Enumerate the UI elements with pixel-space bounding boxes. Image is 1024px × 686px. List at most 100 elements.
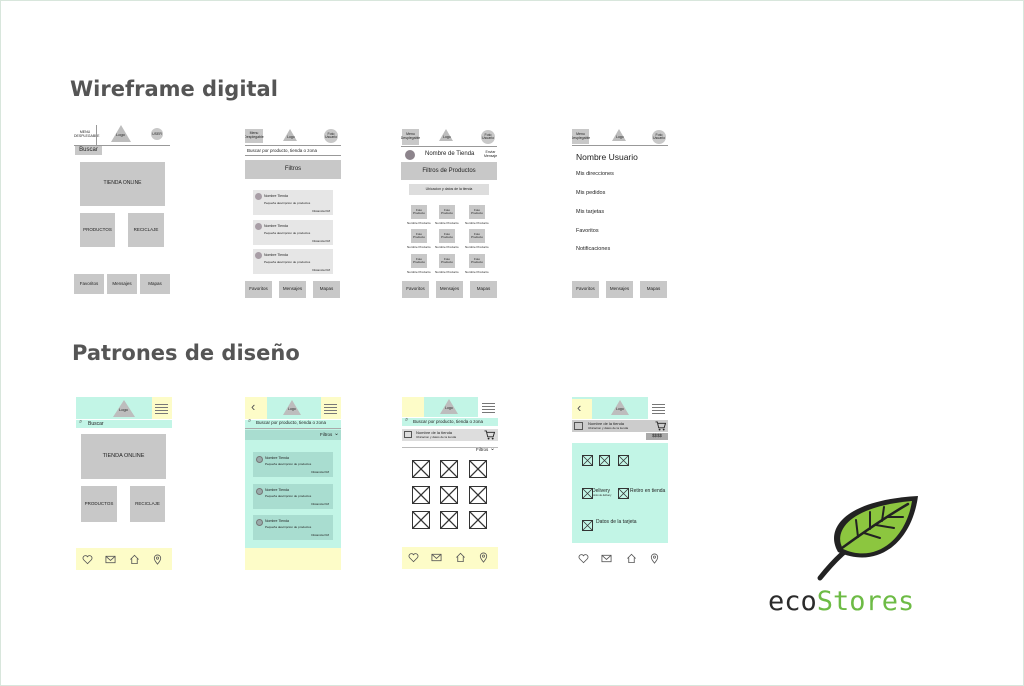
product-photo[interactable]: Foto Producto [439,229,455,243]
product-placeholder[interactable] [469,511,487,529]
heart-icon[interactable] [578,553,589,564]
search-input[interactable]: Buscar por producto, tienda o zona [256,420,327,425]
chevron-down-icon[interactable]: ⌄ [334,431,340,437]
menu-button[interactable]: Menu Desplegable [245,129,264,143]
option-checkbox[interactable] [618,488,629,499]
product-placeholder[interactable] [440,460,458,478]
search-input[interactable]: Buscar [88,421,104,427]
nav-maps[interactable]: Mapas [470,281,497,298]
product-placeholder[interactable] [412,486,430,504]
user-avatar[interactable]: Foto Usuario [324,129,338,143]
option-checkbox[interactable] [582,520,593,531]
product-photo[interactable]: Foto Producto [439,205,455,219]
products-tile[interactable]: PRODUCTOS [80,213,115,247]
mail-icon[interactable] [601,553,612,564]
cart-icon[interactable] [484,430,495,440]
store-banner[interactable]: TIENDA ONLINE [80,162,165,206]
products-tile[interactable]: PRODUCTOS [81,486,117,522]
menu-label[interactable]: MENU DESPLEGABLE [74,130,100,138]
back-arrow-icon[interactable]: ‹ [251,399,256,414]
product-placeholder[interactable] [412,460,430,478]
back-arrow-icon[interactable]: ‹ [577,400,582,415]
search-input[interactable]: Buscar por producto, tienda o zona [247,148,318,153]
nav-messages[interactable]: Mensajes [279,281,306,298]
menu-orders[interactable]: Mis pedidos [576,190,606,196]
hamburger-icon[interactable] [652,402,665,416]
store-banner[interactable]: TIENDA ONLINE [81,434,166,479]
hamburger-icon[interactable] [155,402,168,416]
mail-icon[interactable] [105,554,116,565]
menu-button[interactable]: Menu Desplegable [401,129,420,145]
product-placeholder[interactable] [412,511,430,529]
user-avatar[interactable]: Foto Usuario [652,130,666,144]
nav-messages[interactable]: Mensajes [107,274,137,294]
product-photo[interactable]: Foto Producto [439,254,455,268]
heart-icon[interactable] [408,552,419,563]
menu-favorites[interactable]: Favoritos [576,228,599,234]
store-card[interactable]: Nombre Tienda Pequeña descripcion de pro… [253,190,333,215]
wireframe-store: Menu Desplegable Logo Foto Usuario Nombr… [401,126,497,300]
filters-button[interactable]: Filtros [245,160,341,179]
map-pin-icon[interactable] [478,552,489,563]
product-placeholder[interactable] [440,486,458,504]
home-icon[interactable] [129,554,140,565]
chevron-down-icon[interactable]: ⌄ [490,446,496,452]
product-placeholder[interactable] [469,460,487,478]
pickup-option[interactable]: Retiro en tienda [630,488,666,494]
search-icon[interactable]: ⌕ [405,417,409,423]
product-placeholder[interactable] [440,511,458,529]
option-checkbox[interactable] [618,455,629,466]
recycle-tile[interactable]: RECICLAJE [130,486,165,522]
option-checkbox[interactable] [582,455,593,466]
user-avatar[interactable]: USER [151,128,163,140]
store-card[interactable]: Nombre Tienda Pequeña descripcion de pro… [253,249,333,274]
heart-icon[interactable] [82,554,93,565]
map-pin-icon[interactable] [649,553,660,564]
nav-messages[interactable]: Mensajes [436,281,463,298]
cart-icon[interactable] [655,421,666,431]
nav-favorites[interactable]: Favoritos [74,274,104,294]
nav-favorites[interactable]: Favoritos [402,281,429,298]
hamburger-icon[interactable] [482,401,495,415]
search-icon[interactable]: ⌕ [79,419,83,425]
send-message-button[interactable]: Enviar Mensaje [484,150,497,158]
product-filters[interactable]: Filtros de Productos [401,162,497,180]
search-icon[interactable]: ⌕ [248,418,252,424]
search-input[interactable]: Buscar por producto, tienda o zona [413,419,484,424]
product-photo[interactable]: Foto Producto [411,205,427,219]
delivery-option[interactable]: Delivery [592,488,611,494]
menu-button[interactable]: Menu Desplegable [572,129,590,144]
menu-cards[interactable]: Mis tarjetas [576,209,605,215]
home-icon[interactable] [455,552,466,563]
map-pin-icon[interactable] [152,554,163,565]
option-checkbox[interactable] [599,455,610,466]
nav-maps[interactable]: Mapas [313,281,340,298]
product-photo[interactable]: Foto Producto [469,254,485,268]
user-avatar[interactable]: Foto Usuario [481,130,495,144]
nav-messages[interactable]: Mensajes [606,281,633,298]
card-details-option[interactable]: Datos de la tarjeta [596,519,637,525]
recycle-tile[interactable]: RECICLAJE [128,213,164,247]
nav-favorites[interactable]: Favoritos [245,281,272,298]
product-photo[interactable]: Foto Producto [469,229,485,243]
menu-addresses[interactable]: Mis direcciones [576,171,614,177]
mail-icon[interactable] [431,552,442,563]
home-icon[interactable] [626,553,637,564]
product-placeholder[interactable] [469,486,487,504]
menu-notifications[interactable]: Notificaciones [576,246,611,252]
filters-dropdown[interactable]: Filtros [476,447,489,452]
hamburger-icon[interactable] [324,402,337,416]
product-photo[interactable]: Foto Producto [411,229,427,243]
filters-dropdown[interactable]: Filtros [320,432,333,437]
nav-maps[interactable]: Mapas [640,281,667,298]
store-card[interactable]: Nombre Tienda Pequeña descripcion de pro… [253,220,333,245]
nav-maps[interactable]: Mapas [140,274,170,294]
nav-favorites[interactable]: Favoritos [572,281,599,298]
search-button[interactable]: Buscar [75,146,102,155]
product-photo[interactable]: Foto Producto [411,254,427,268]
option-checkbox[interactable] [582,488,593,499]
product-photo[interactable]: Foto Producto [469,205,485,219]
